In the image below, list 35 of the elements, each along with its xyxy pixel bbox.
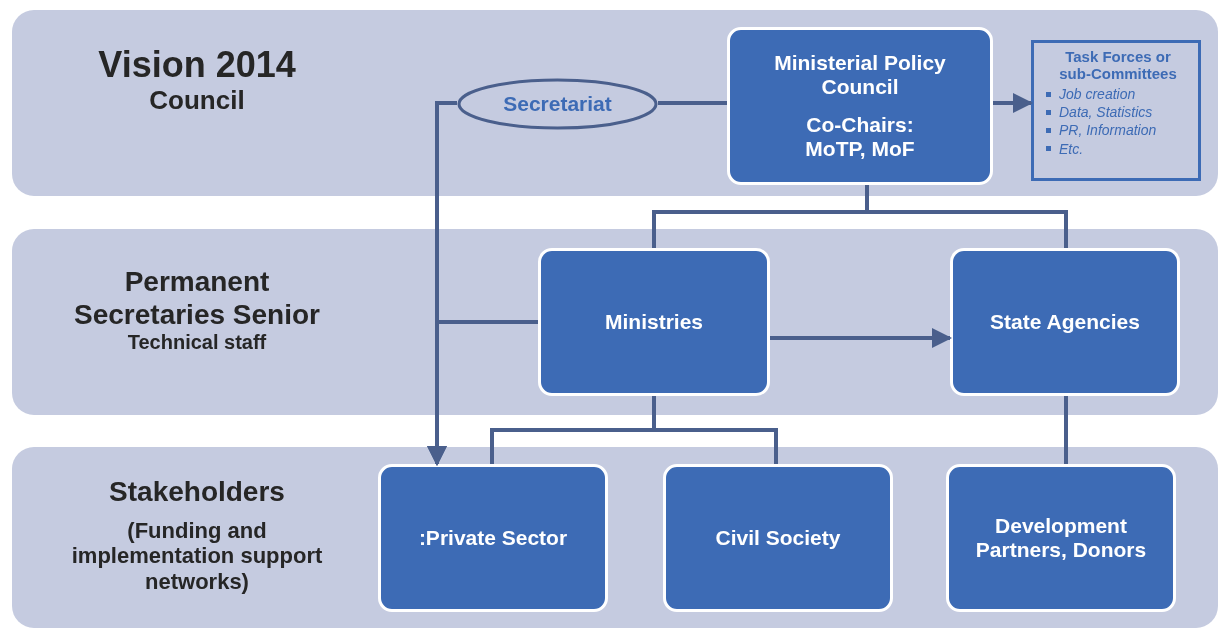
list-box bbox=[1031, 40, 1201, 181]
list-item: Job creation bbox=[1059, 85, 1136, 104]
tier-title: Permanent Secretaries Senior bbox=[73, 266, 321, 331]
process-box bbox=[663, 464, 893, 612]
node-label: Secretariat bbox=[503, 92, 612, 116]
list-item: Etc. bbox=[1059, 139, 1084, 158]
process-box bbox=[946, 464, 1176, 612]
tier-title: Stakeholders bbox=[109, 475, 285, 509]
tier-title: Vision 2014 bbox=[98, 44, 296, 86]
process-box bbox=[950, 248, 1180, 396]
tier-band bbox=[12, 10, 1218, 196]
ellipse-node bbox=[457, 78, 658, 130]
list-item: PR, Information bbox=[1059, 121, 1157, 140]
process-box bbox=[378, 464, 608, 612]
arrow bbox=[427, 320, 538, 466]
node-label: :Private Sector bbox=[418, 525, 568, 551]
node-label: Ministerial Policy Council bbox=[773, 50, 947, 99]
tier-band bbox=[12, 447, 1218, 628]
node-label: Ministries bbox=[605, 309, 703, 335]
arrow bbox=[993, 93, 1033, 113]
list-heading: Task Forces or sub-Committees bbox=[1058, 49, 1178, 82]
node-label: State Agencies bbox=[990, 309, 1140, 335]
arrow bbox=[770, 328, 952, 348]
connector-line bbox=[1064, 396, 1068, 464]
tier-subtitle: (Funding and implementation support networks) bbox=[70, 518, 324, 595]
node-label: Co-Chairs: MoTP, MoF bbox=[804, 113, 916, 162]
tier-subtitle: Technical staff bbox=[127, 330, 267, 354]
list-item: Data, Statistics bbox=[1059, 103, 1153, 122]
node-label: Civil Society bbox=[715, 525, 841, 551]
connector-line bbox=[658, 101, 727, 105]
node-label: Development Partners, Donors bbox=[974, 513, 1148, 563]
process-box bbox=[727, 27, 993, 185]
tier-band bbox=[12, 229, 1218, 415]
tier-subtitle: Council bbox=[149, 85, 245, 116]
process-box bbox=[538, 248, 770, 396]
